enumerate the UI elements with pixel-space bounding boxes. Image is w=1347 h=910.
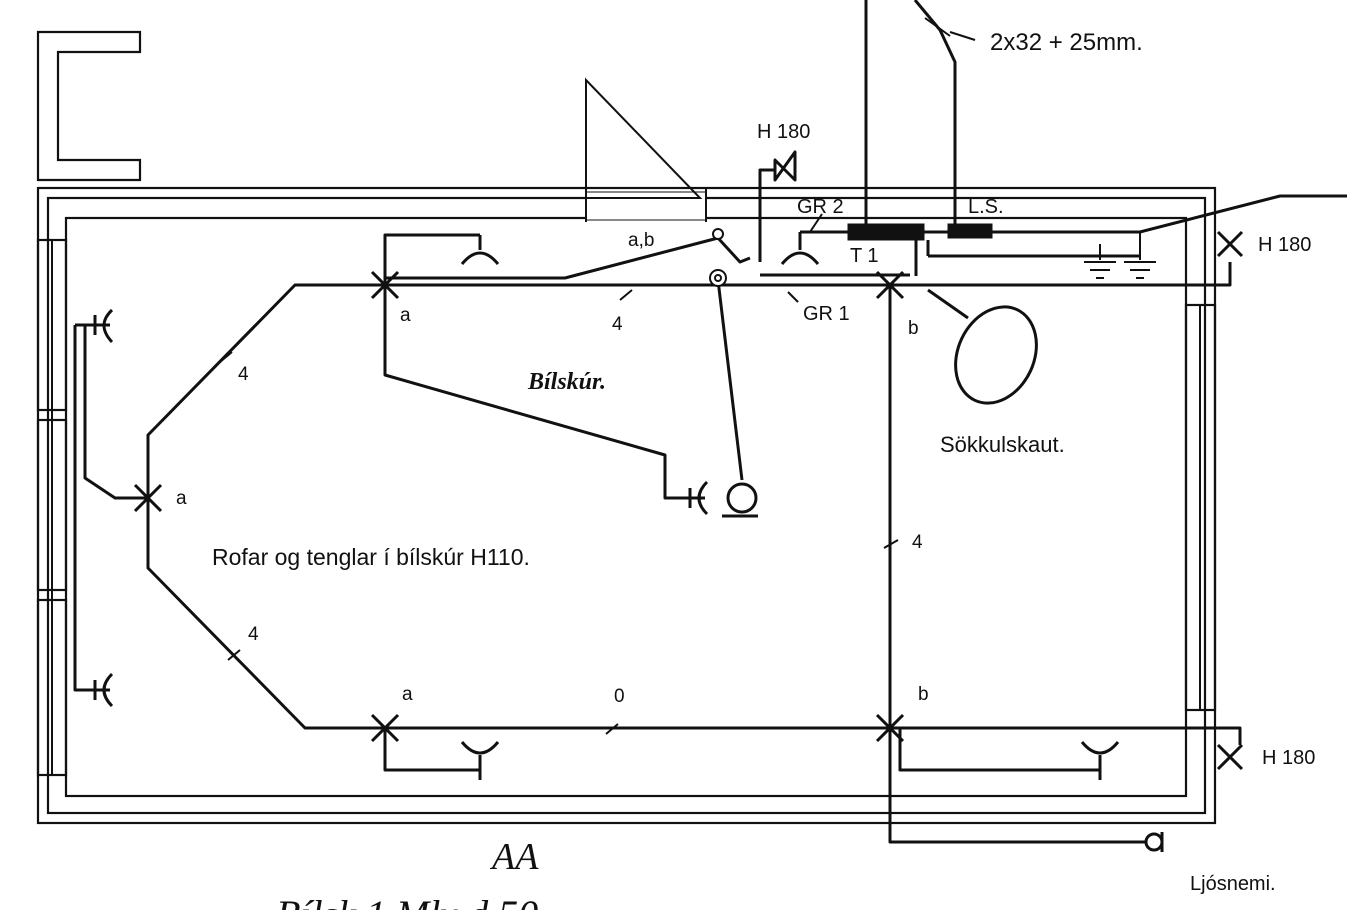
supply-cables [864, 0, 976, 228]
figure-caption: Bílsk 1 Mlv d 50 [276, 892, 538, 910]
gr2-label: GR 2 [797, 196, 844, 218]
junction-crosses [133, 230, 1244, 771]
gr1-label: GR 1 [803, 303, 850, 325]
junction-b-top-label: b [908, 318, 919, 339]
entry-bracket [36, 30, 142, 182]
cable-spec-label: 2x32 + 25mm. [990, 29, 1143, 56]
t1-label: T 1 [850, 245, 879, 267]
junction-a-bottom-label: a [402, 684, 413, 705]
earth-symbols [1084, 232, 1156, 279]
door-motor-symbol [722, 482, 758, 518]
count-four-left-lower-label: 4 [248, 624, 259, 645]
garage-door-swing [585, 77, 707, 222]
distribution-panel [847, 194, 1347, 276]
switch-h180-top [773, 150, 797, 182]
h180-top-label: H 180 [757, 121, 810, 143]
right-window [1184, 303, 1217, 712]
earth-electrode-loop [954, 305, 1038, 405]
h180-bottom-label: H 180 [1262, 747, 1315, 769]
switch-height-note: Rofar og tenglar í bílskúr H110. [212, 544, 530, 570]
count-four-right-label: 4 [912, 532, 923, 553]
ls-label: L.S. [968, 196, 1004, 218]
room-garage-label: Bílskúr. [527, 369, 606, 395]
outlet-symbols [93, 232, 1120, 780]
h180-right-label: H 180 [1258, 234, 1311, 256]
count-zero-bottom-label: 0 [614, 686, 625, 707]
light-sensor-symbol [1144, 832, 1164, 852]
conductor-ticks [219, 213, 899, 735]
wiring [73, 168, 1242, 844]
section-label: AA [489, 836, 539, 878]
junction-b-bottom-label: b [918, 684, 929, 705]
junction-a-top-label: a [400, 305, 411, 326]
ab-label: a,b [628, 230, 654, 251]
junction-a-left-label: a [176, 488, 187, 509]
count-four-top-label: 4 [612, 314, 623, 335]
garage-door-switch [709, 228, 727, 287]
light-sensor-label: Ljósnemi. [1190, 873, 1276, 895]
count-four-left-upper-label: 4 [238, 364, 249, 385]
left-windows [36, 238, 68, 777]
room-sump-label: Sökkulskaut. [940, 432, 1065, 457]
